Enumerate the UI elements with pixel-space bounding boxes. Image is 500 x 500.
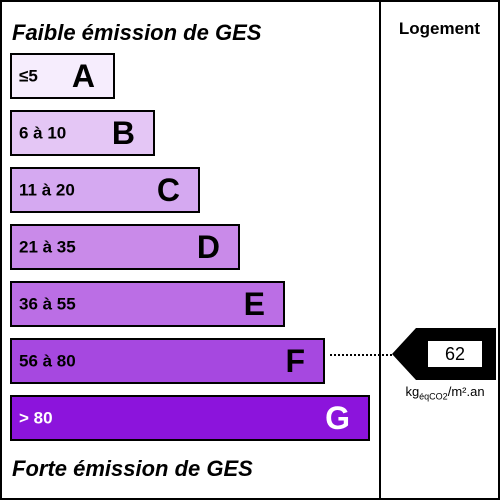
unit-suffix: /m².an xyxy=(447,384,485,399)
class-bar-c: 11 à 20 C xyxy=(10,167,200,213)
class-range-label: > 80 xyxy=(19,408,53,428)
indicator-arrow-shape xyxy=(392,328,496,380)
class-bar-f: 56 à 80 F xyxy=(10,338,325,384)
class-letter: C xyxy=(156,172,180,208)
indicator-value: 62 xyxy=(444,344,466,364)
bottom-title: Forte émission de GES xyxy=(12,456,253,481)
class-bar-d: 21 à 35 D xyxy=(10,224,240,270)
class-range-label: 36 à 55 xyxy=(19,294,76,314)
class-bar-a: ≤5 A xyxy=(10,53,115,99)
class-range-label: 21 à 35 xyxy=(19,237,76,257)
class-range-label: 11 à 20 xyxy=(19,180,75,200)
class-bar-e: 36 à 55 E xyxy=(10,281,285,327)
column-header: Logement xyxy=(398,19,481,38)
class-bar-b: 6 à 10 B xyxy=(10,110,155,156)
class-letter: G xyxy=(325,400,350,436)
class-range-label: 56 à 80 xyxy=(19,351,76,371)
class-letter: D xyxy=(196,229,220,265)
unit-label: kgéqCO2/m².an xyxy=(390,384,500,402)
class-range-label: ≤5 xyxy=(19,66,38,86)
unit-prefix: kg xyxy=(405,384,420,399)
column-divider xyxy=(379,2,381,498)
class-letter: B xyxy=(111,115,135,151)
indicator-leader-line xyxy=(330,354,392,356)
value-indicator: 62 xyxy=(392,328,496,380)
class-letter: F xyxy=(285,343,305,379)
top-title: Faible émission de GES xyxy=(12,20,262,45)
unit-subscript: éqCO2 xyxy=(419,391,448,402)
class-letter: E xyxy=(243,286,265,322)
class-range-label: 6 à 10 xyxy=(19,123,67,143)
class-bar-g: > 80 G xyxy=(10,395,370,441)
class-letter: A xyxy=(71,58,95,94)
